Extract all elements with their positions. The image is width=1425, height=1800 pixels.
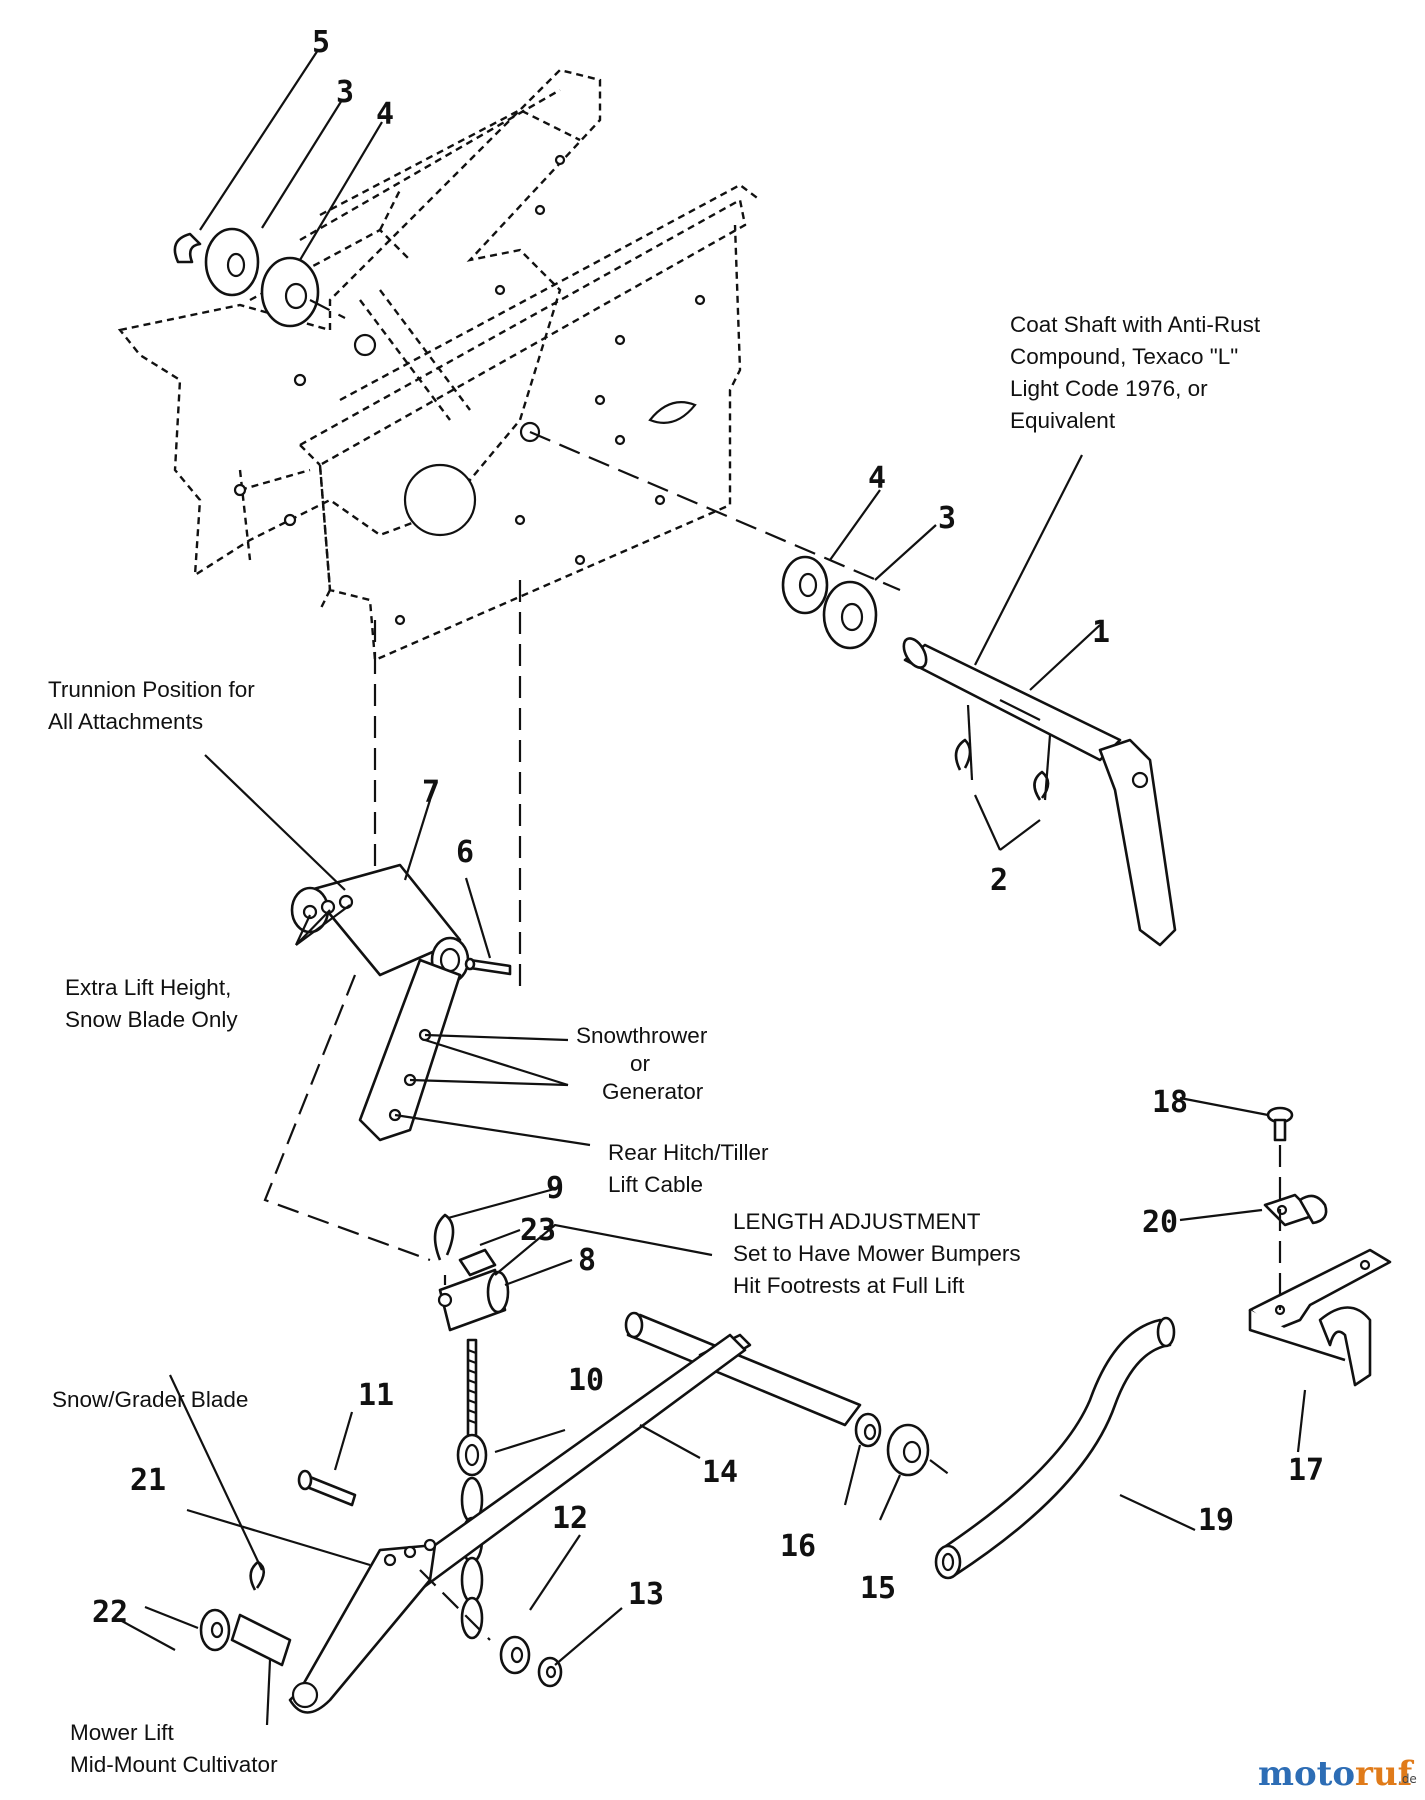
label-20: 20 xyxy=(1142,1205,1178,1240)
svg-text:LENGTH ADJUSTMENT: LENGTH ADJUSTMENT xyxy=(733,1209,981,1234)
part-number-labels: 5 3 4 4 3 1 2 7 6 9 23 8 10 11 14 21 12 … xyxy=(92,25,1324,1630)
callout-leaders xyxy=(119,49,1307,1726)
eyebolt-chain-part-10 xyxy=(456,1338,488,1640)
label-3-left: 3 xyxy=(336,75,354,110)
svg-text:All Attachments: All Attachments xyxy=(48,709,203,734)
label-7: 7 xyxy=(422,775,440,810)
svg-text:Snow Blade Only: Snow Blade Only xyxy=(65,1007,238,1032)
label-9: 9 xyxy=(546,1171,564,1206)
hairpin-clips-part-2 xyxy=(954,704,1052,801)
svg-text:Generator: Generator xyxy=(602,1079,704,1104)
label-22: 22 xyxy=(92,1595,128,1630)
washer-assembly-left xyxy=(173,227,346,328)
trunnion-part-7 xyxy=(290,580,522,1142)
note-coat-shaft: Coat Shaft with Anti-Rust Compound, Texa… xyxy=(1010,312,1261,433)
tractor-frame-plate xyxy=(299,183,761,662)
label-3-right: 3 xyxy=(938,501,956,536)
svg-text:Set to Have Mower Bumpers: Set to Have Mower Bumpers xyxy=(733,1241,1021,1266)
label-15: 15 xyxy=(860,1571,896,1606)
svg-text:Lift Cable: Lift Cable xyxy=(608,1172,703,1197)
svg-text:Extra Lift Height,: Extra Lift Height, xyxy=(65,975,231,1000)
adjuster-assembly xyxy=(433,1213,510,1332)
svg-text:Snowthrower: Snowthrower xyxy=(576,1023,708,1048)
svg-text:Rear Hitch/Tiller: Rear Hitch/Tiller xyxy=(608,1140,769,1165)
label-12: 12 xyxy=(552,1501,588,1536)
svg-text:Mower Lift: Mower Lift xyxy=(70,1720,175,1745)
bushing-part-15 xyxy=(886,1423,951,1477)
label-11: 11 xyxy=(358,1378,394,1413)
bolt-part-18 xyxy=(1266,1106,1294,1310)
tractor-frame-phantom xyxy=(117,68,602,578)
bracket-part-17 xyxy=(1248,1248,1392,1387)
washer-part-12 xyxy=(499,1635,531,1675)
pin-washer-part-22 xyxy=(199,1608,292,1667)
clamp-part-20 xyxy=(1263,1193,1328,1227)
svg-text:Hit Footrests at Full Lift: Hit Footrests at Full Lift xyxy=(733,1273,965,1298)
svg-text:Snow/Grader Blade: Snow/Grader Blade xyxy=(52,1387,248,1412)
motoruf-watermark: motoruf .de xyxy=(1258,1754,1417,1794)
label-4-right: 4 xyxy=(868,461,886,496)
svg-text:or: or xyxy=(630,1051,651,1076)
pin-part-6 xyxy=(464,957,512,976)
lift-bar-part-14 xyxy=(288,1311,862,1714)
note-snow-grader: Snow/Grader Blade xyxy=(52,1387,248,1412)
note-rear-hitch: Rear Hitch/Tiller Lift Cable xyxy=(608,1140,769,1197)
label-6: 6 xyxy=(456,835,474,870)
tube-part-19 xyxy=(934,1316,1176,1580)
label-13: 13 xyxy=(628,1577,664,1612)
label-18: 18 xyxy=(1152,1085,1188,1120)
label-5: 5 xyxy=(312,25,330,60)
alignment-line xyxy=(263,974,431,1262)
svg-text:Equivalent: Equivalent xyxy=(1010,408,1116,433)
label-4-left: 4 xyxy=(376,97,394,132)
label-23: 23 xyxy=(520,1213,556,1248)
svg-text:motoruf: motoruf xyxy=(1258,1754,1415,1794)
note-extra-lift: Extra Lift Height, Snow Blade Only xyxy=(65,975,238,1032)
label-21: 21 xyxy=(130,1463,166,1498)
label-16: 16 xyxy=(780,1529,816,1564)
bushing-part-16 xyxy=(854,1412,882,1448)
watermark-de: .de xyxy=(1398,1772,1417,1786)
svg-text:Light Code 1976, or: Light Code 1976, or xyxy=(1010,376,1208,401)
hairpin-part-21 xyxy=(249,1560,266,1591)
label-17: 17 xyxy=(1288,1453,1324,1488)
note-mower-lift: Mower Lift Mid-Mount Cultivator xyxy=(70,1720,278,1777)
pin-part-11 xyxy=(297,1469,357,1507)
label-1: 1 xyxy=(1092,615,1110,650)
washer-assembly-right xyxy=(781,555,878,650)
svg-text:Compound, Texaco "L": Compound, Texaco "L" xyxy=(1010,344,1238,369)
svg-text:Mid-Mount Cultivator: Mid-Mount Cultivator xyxy=(70,1752,278,1777)
note-snowthrower: Snowthrower or Generator xyxy=(576,1023,708,1104)
label-2: 2 xyxy=(990,863,1008,898)
svg-text:Coat Shaft with Anti-Rust: Coat Shaft with Anti-Rust xyxy=(1010,312,1261,337)
note-length-adjustment: LENGTH ADJUSTMENT Set to Have Mower Bump… xyxy=(733,1209,1021,1298)
svg-text:Trunnion Position for: Trunnion Position for xyxy=(48,677,255,702)
label-19: 19 xyxy=(1198,1503,1234,1538)
label-8: 8 xyxy=(578,1243,596,1278)
note-trunnion: Trunnion Position for All Attachments xyxy=(48,677,255,734)
label-10: 10 xyxy=(568,1363,604,1398)
watermark-moto: moto xyxy=(1258,1754,1355,1794)
cross-shaft-part-1 xyxy=(529,430,1177,947)
watermark-ruf: ruf xyxy=(1355,1754,1415,1794)
label-14: 14 xyxy=(702,1455,738,1490)
